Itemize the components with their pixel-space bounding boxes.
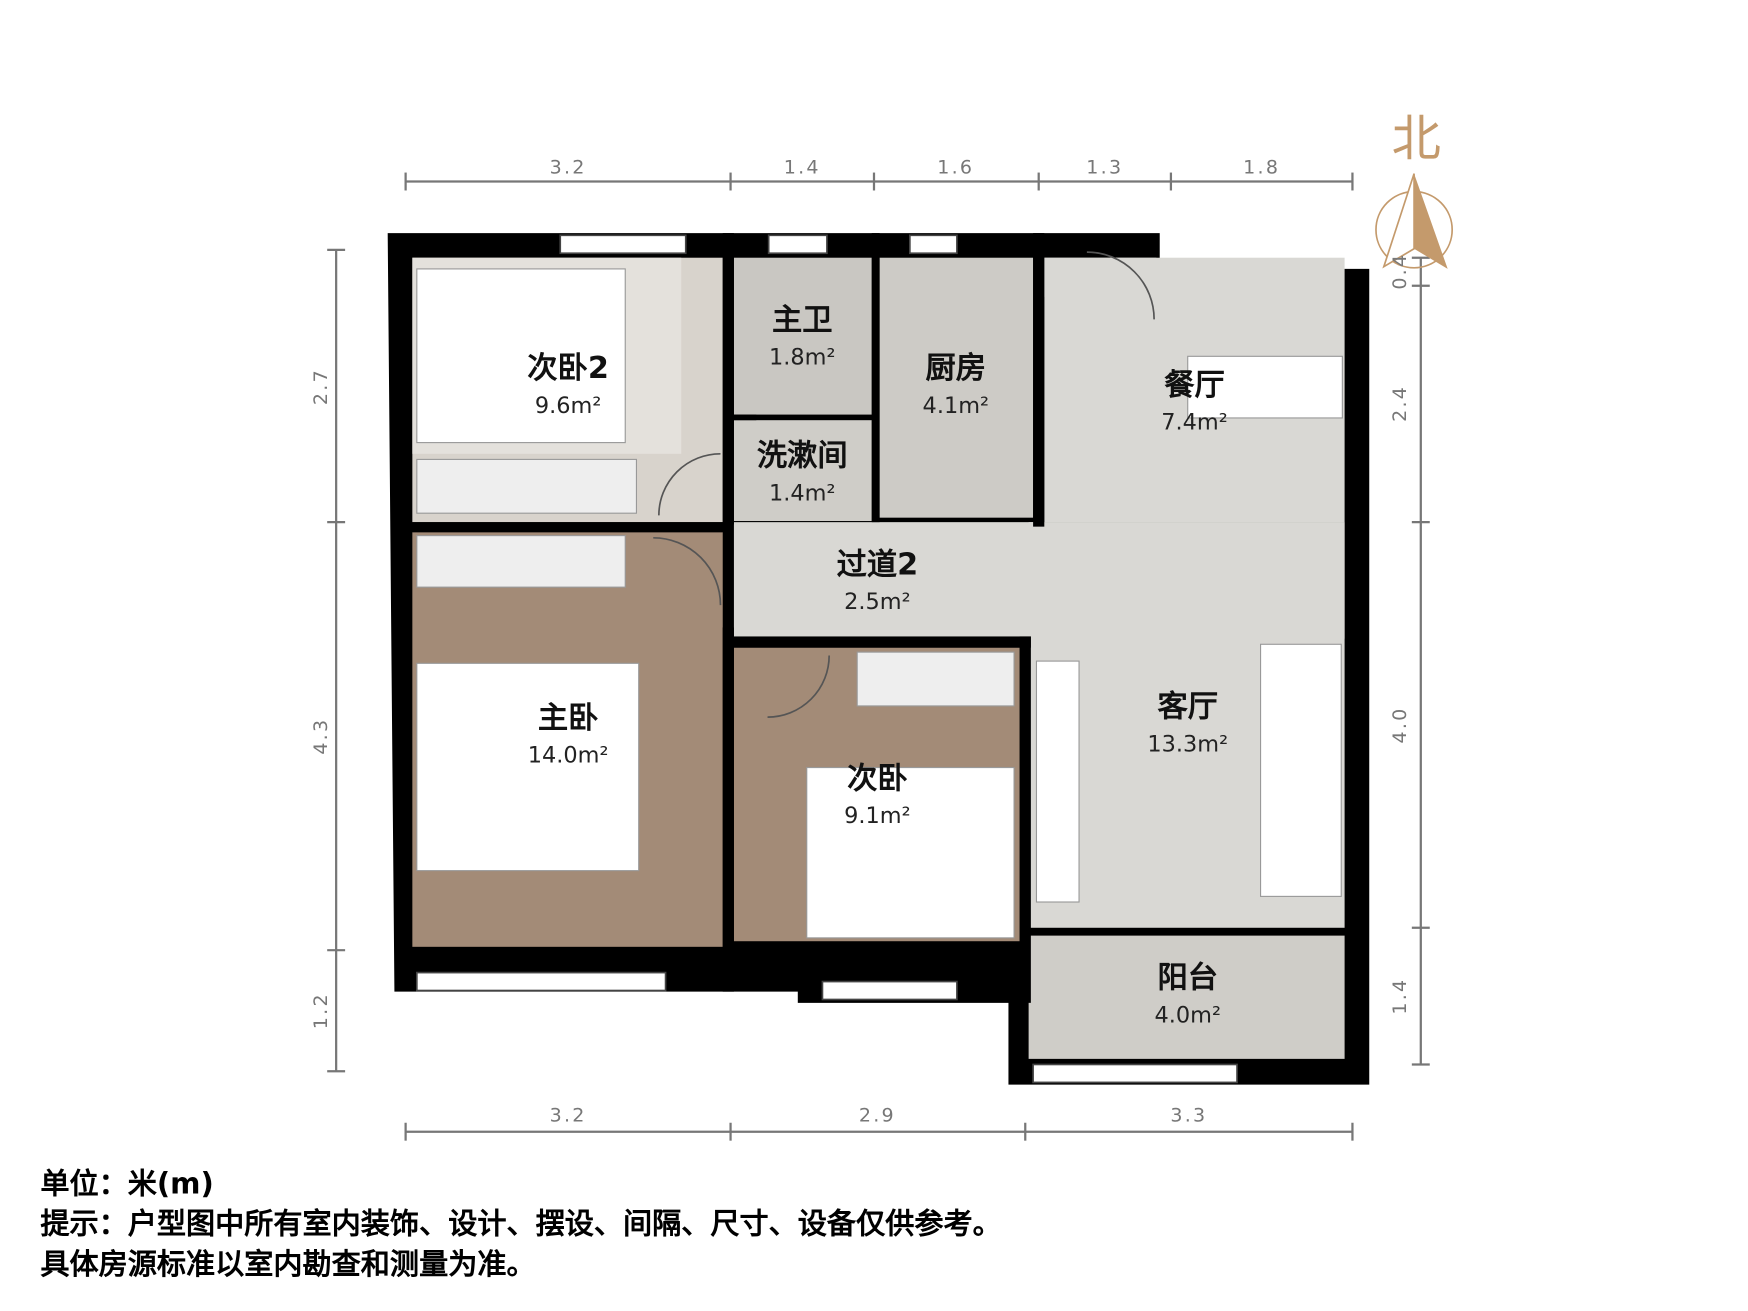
window [821, 980, 958, 1001]
door [767, 655, 831, 718]
room-name: 厨房 [925, 351, 987, 387]
room-washroom: 洗漱间 1.4m² [757, 431, 848, 506]
dim-right: 0.4 [1389, 252, 1412, 290]
room-second-bedroom-2: 次卧2 9.6m² [527, 343, 609, 418]
floor-dining-top [1044, 257, 1157, 297]
bed [806, 766, 1015, 939]
unit-note: 单位：米(m) [40, 1167, 214, 1202]
dim-bottom: 3.2 [549, 1104, 587, 1128]
dim-top: 3.2 [549, 156, 587, 180]
dim-right: 4.0 [1389, 706, 1412, 744]
room-kitchen: 厨房 4.1m² [923, 343, 989, 418]
room-area: 13.3m² [1147, 730, 1229, 757]
room-master-bath: 主卫 1.8m² [769, 295, 835, 370]
dim-right: 1.4 [1389, 977, 1412, 1015]
window [415, 971, 667, 992]
dim-top: 1.8 [1243, 156, 1281, 180]
room-balcony: 阳台 4.0m² [1155, 953, 1221, 1028]
door [1086, 251, 1155, 320]
room-area: 14.0m² [527, 741, 609, 769]
disclaimer-line-1: 提示：户型图中所有室内装饰、设计、摆设、间隔、尺寸、设备仅供参考。 [40, 1207, 1002, 1242]
dining-table [1187, 355, 1343, 419]
door [653, 536, 722, 606]
compass-icon [1375, 173, 1454, 269]
room-area: 2.5m² [844, 587, 911, 615]
room-name: 洗漱间 [756, 438, 848, 474]
dim-top: 1.4 [783, 156, 821, 180]
window [559, 234, 687, 255]
dim-left: 2.7 [310, 368, 333, 406]
room-area: 1.4m² [769, 479, 836, 506]
floor-washroom [733, 420, 872, 522]
dim-left: 4.3 [310, 717, 333, 755]
disclaimer-line-2: 具体房源标准以室内勘查和测量为准。 [40, 1248, 536, 1282]
room-name: 次卧 [847, 761, 908, 797]
wardrobe [416, 458, 638, 514]
room-area: 4.0m² [1154, 1001, 1221, 1029]
room-name: 次卧2 [527, 351, 609, 387]
wardrobe [856, 651, 1015, 707]
room-dining: 餐厅 7.4m² [1161, 360, 1227, 435]
dim-top: 1.3 [1086, 156, 1124, 180]
floor-balcony [1028, 935, 1345, 1059]
room-area: 9.6m² [534, 391, 602, 419]
room-area: 7.4m² [1161, 408, 1228, 436]
window [767, 234, 828, 255]
room-area: 1.8m² [769, 343, 836, 371]
dim-bottom: 2.9 [858, 1104, 896, 1128]
bed [416, 268, 626, 444]
room-name: 阳台 [1157, 960, 1218, 996]
room-name: 主卧 [537, 700, 599, 736]
room-second-bedroom: 次卧 9.1m² [844, 754, 911, 829]
room-master-bedroom: 主卧 14.0m² [528, 693, 609, 768]
room-name: 过道2 [836, 547, 919, 583]
dim-top: 1.6 [937, 156, 975, 180]
wardrobe [416, 535, 626, 588]
room-name: 餐厅 [1164, 368, 1225, 403]
sofa [1260, 643, 1342, 897]
window [909, 234, 958, 255]
window [1032, 1063, 1238, 1084]
room-area: 9.1m² [844, 801, 911, 829]
room-name: 客厅 [1157, 689, 1218, 725]
tv-cabinet [1035, 660, 1080, 903]
room-corridor: 过道2 2.5m² [836, 540, 919, 615]
floor-kitchen [879, 257, 1034, 518]
bed [416, 662, 640, 872]
room-area: 4.1m² [922, 391, 990, 419]
north-label: 北 [1391, 110, 1441, 169]
dim-bottom: 3.3 [1170, 1104, 1208, 1128]
dim-right: 2.4 [1389, 384, 1412, 422]
floor-master-bath [733, 257, 872, 415]
door [658, 452, 721, 516]
dim-left: 1.2 [310, 992, 333, 1030]
room-living: 客厅 13.3m² [1147, 682, 1228, 757]
room-name: 主卫 [772, 303, 833, 338]
